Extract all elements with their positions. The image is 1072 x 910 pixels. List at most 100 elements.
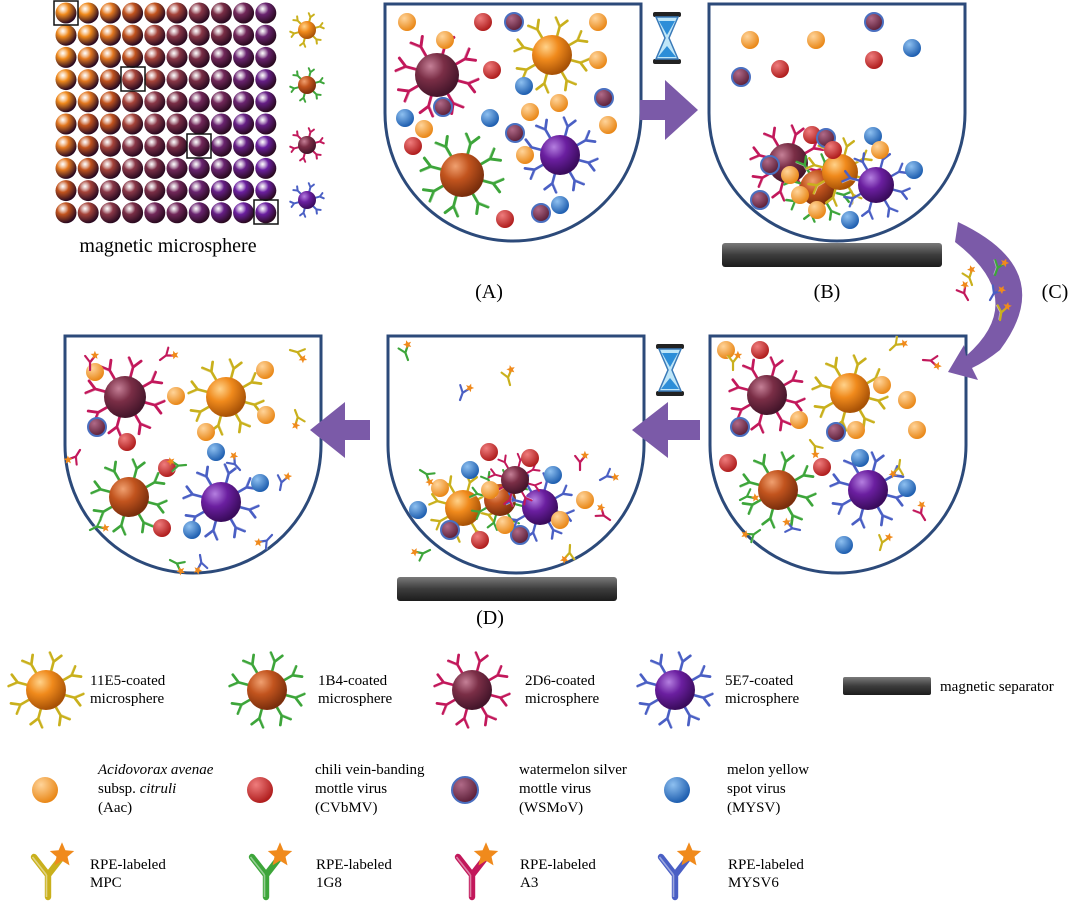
array-bead	[77, 2, 99, 24]
antibody	[182, 485, 204, 500]
step-label-d: (D)	[476, 607, 504, 629]
array-bead	[210, 24, 232, 46]
orange-microsphere-icon	[289, 12, 325, 48]
legend-wsmov-line3: (WSMoV)	[519, 800, 583, 816]
antibody	[547, 521, 563, 540]
array-bead	[233, 180, 255, 202]
brown-microsphere-icon	[228, 651, 306, 729]
antibody	[299, 207, 308, 218]
cvb-target-icon	[824, 141, 842, 159]
mys-target-icon	[841, 211, 859, 229]
beaker-e-final	[63, 334, 323, 576]
mys-target-icon	[251, 474, 269, 492]
antibody	[824, 188, 839, 207]
antibody	[418, 94, 435, 118]
legend-mpc-line2: MPC	[90, 875, 122, 891]
aac-target-icon	[481, 481, 499, 499]
antibody	[811, 376, 833, 391]
rpe-star-icon	[782, 517, 791, 527]
array-bead	[55, 180, 77, 202]
rpe-reporter-icon	[158, 346, 179, 362]
antibody	[250, 707, 265, 729]
antibody	[282, 664, 304, 682]
rpe-star-icon	[283, 472, 293, 481]
mys-target-icon	[396, 109, 414, 127]
step-label-c: (C)	[1042, 281, 1069, 303]
array-bead	[166, 46, 188, 68]
antibody	[824, 356, 842, 378]
array-bead	[233, 2, 255, 24]
antibody	[454, 47, 478, 66]
aac-target-icon	[496, 516, 514, 534]
array-bead	[144, 91, 166, 113]
array-bead	[233, 202, 255, 224]
antibody	[841, 137, 856, 156]
cvb-target-icon	[865, 51, 883, 69]
array-bead	[233, 46, 255, 68]
array-bead	[144, 202, 166, 224]
array-bead	[99, 113, 121, 135]
antibody	[658, 707, 673, 729]
array-bead	[210, 157, 232, 179]
rpe-star-icon	[1003, 301, 1012, 311]
rpe-reporter-icon	[396, 340, 412, 362]
aac-target-icon	[807, 31, 825, 49]
array-bead	[255, 202, 277, 224]
aac-target-icon	[398, 13, 416, 31]
aac-target-icon	[599, 116, 617, 134]
legend-mysv-line1: melon yellow	[727, 762, 809, 778]
array-bead	[188, 135, 210, 157]
purple-microsphere-icon	[636, 651, 714, 729]
antibody	[200, 360, 218, 382]
rpe-star-icon	[403, 340, 412, 349]
cvb-target-icon	[474, 13, 492, 31]
rpe-star-icon	[997, 285, 1007, 295]
array-bead	[188, 157, 210, 179]
array-bead	[77, 180, 99, 202]
rpe-reporter-icon	[808, 438, 824, 459]
cvb-target-icon	[771, 60, 789, 78]
legend-mpc-line1: RPE-labeled	[90, 857, 166, 873]
antibody	[771, 180, 786, 202]
rpe-reporter-icon	[888, 458, 905, 479]
mys-target-icon	[544, 466, 562, 484]
aac-target-icon	[589, 51, 607, 69]
aac-target-icon	[741, 31, 759, 49]
1g8-reporter-icon	[248, 842, 293, 901]
mys-target-icon	[898, 479, 916, 497]
legend-cvbmv-line1: chili vein-banding	[315, 762, 425, 778]
array-bead	[210, 113, 232, 135]
antibody	[535, 72, 550, 94]
legend-separator-swatch	[843, 677, 931, 695]
aac-target-icon	[197, 423, 215, 441]
array-bead	[55, 2, 77, 24]
array-bead	[122, 157, 144, 179]
released-reporters	[955, 258, 1012, 322]
cvb-target-icon	[247, 777, 273, 803]
antibody	[481, 177, 505, 194]
antibody	[560, 70, 578, 92]
rpe-reporter-icon	[168, 558, 186, 576]
array-bead	[188, 113, 210, 135]
antibody	[409, 34, 428, 58]
wsm-target-icon	[505, 123, 525, 143]
array-bead	[99, 2, 121, 24]
legend-targets	[32, 776, 690, 804]
antibody	[141, 370, 164, 388]
antibody	[690, 664, 712, 682]
antibody	[90, 480, 112, 495]
antibody	[312, 90, 322, 100]
array-bead	[188, 46, 210, 68]
array-bead	[166, 135, 188, 157]
antibody	[489, 692, 511, 707]
legend-1g8-line1: RPE-labeled	[316, 857, 392, 873]
antibody	[870, 451, 885, 473]
antibody	[134, 413, 152, 436]
rpe-reporter-icon	[573, 450, 590, 472]
antibody	[241, 653, 259, 675]
array-bead	[210, 2, 232, 24]
antibody	[187, 380, 209, 395]
mys-target-icon	[207, 443, 225, 461]
rpe-reporter-icon	[921, 354, 942, 371]
antibody	[299, 92, 308, 103]
